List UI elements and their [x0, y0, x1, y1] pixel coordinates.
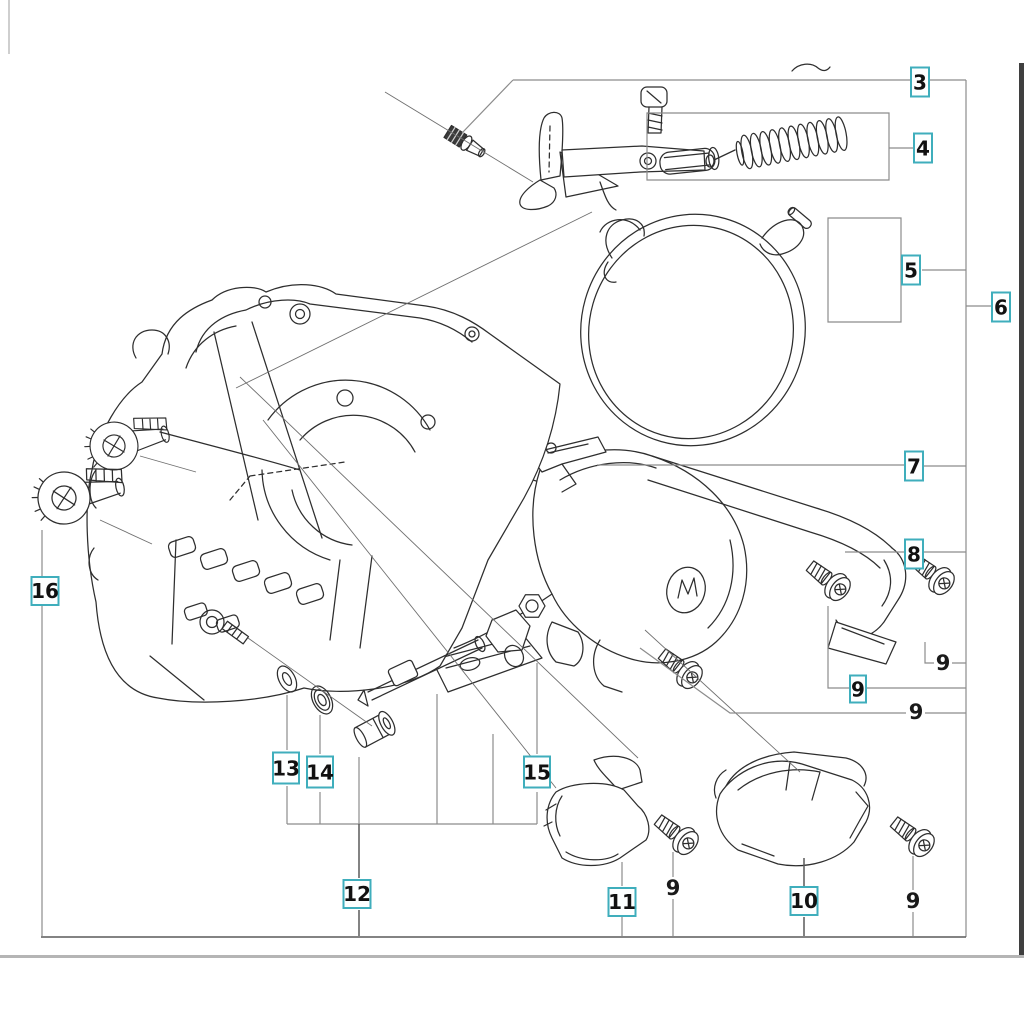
screw-label-9-d: 9 — [905, 889, 921, 913]
callout-15: 15 — [523, 755, 551, 789]
callout-16: 16 — [30, 576, 60, 606]
page-right-edge — [1019, 63, 1024, 957]
page-bottom-divider — [0, 955, 1024, 958]
top-partial-part — [791, 63, 831, 72]
callout-9: 9 — [849, 674, 867, 704]
stud-part — [443, 124, 486, 158]
lever-bolt — [640, 86, 668, 134]
callout-3: 3 — [910, 66, 930, 98]
callout-12: 12 — [342, 879, 372, 909]
callout-4: 4 — [913, 132, 933, 164]
callout-11: 11 — [607, 887, 637, 917]
chassis-assembly — [431, 429, 907, 693]
screw-label-9-b: 9 — [908, 700, 924, 724]
cover-small — [543, 755, 650, 867]
callout-13: 13 — [272, 751, 300, 785]
brake-band — [580, 206, 812, 447]
callout-8: 8 — [904, 538, 924, 570]
leader-lines — [41, 79, 991, 937]
construction-lines — [99, 91, 801, 789]
tensioner-plate — [527, 436, 607, 493]
callout-10: 10 — [789, 886, 819, 916]
callout-7: 7 — [904, 450, 924, 482]
callout-6: 6 — [991, 291, 1011, 323]
screw-label-9-c: 9 — [665, 876, 681, 900]
cover-large — [713, 751, 871, 867]
screw-label-9-a: 9 — [935, 651, 951, 675]
adjuster-rod-assembly — [276, 594, 546, 748]
callout-14: 14 — [306, 755, 334, 789]
brake-lever — [519, 111, 720, 211]
callout-5: 5 — [901, 254, 921, 286]
page-left-edge — [8, 0, 10, 54]
frame-lines — [41, 824, 966, 938]
brake-spring — [705, 116, 848, 170]
